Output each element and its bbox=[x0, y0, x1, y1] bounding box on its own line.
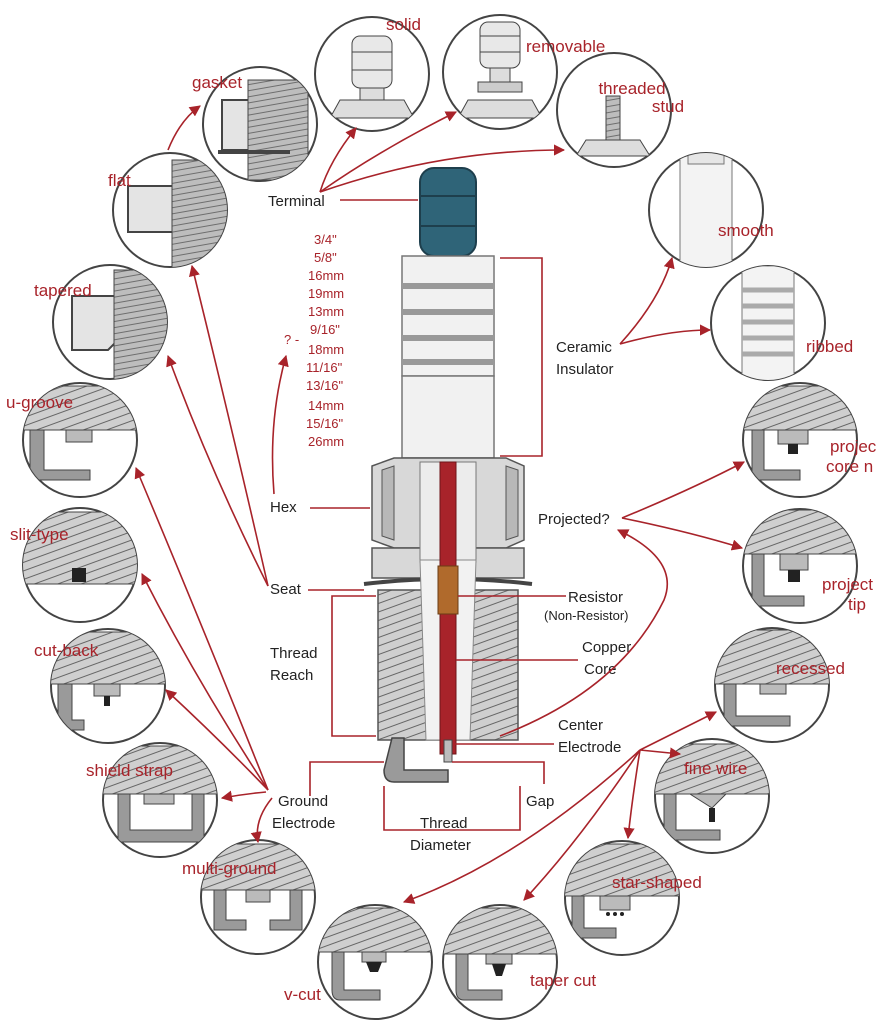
insulator-type-smooth-label: smooth bbox=[718, 221, 774, 240]
hex-size: 26mm bbox=[308, 434, 344, 449]
ground-electrode-label-line1: Ground bbox=[278, 793, 328, 810]
center-type-star-shaped-label: star-shaped bbox=[612, 873, 702, 892]
seat-type-gasket-label: gasket bbox=[192, 73, 242, 92]
hex-size: 9/16" bbox=[310, 322, 340, 337]
terminal-type-stud-label: stud bbox=[652, 97, 684, 116]
center-type-fine-wire-label: fine wire bbox=[684, 759, 747, 778]
projected-core-nose-text-2: core n bbox=[826, 457, 873, 476]
hex-size: 11/16" bbox=[306, 360, 343, 375]
ground-type-v-cut-label: v-cut bbox=[284, 985, 321, 1004]
resistor-sublabel: (Non-Resistor) bbox=[544, 608, 629, 623]
hex-size: 14mm bbox=[308, 398, 344, 413]
terminal-type-solid-label: solid bbox=[386, 15, 421, 34]
center-fine-wire-circle bbox=[654, 738, 770, 854]
seat-type-tapered-label: tapered bbox=[34, 281, 92, 300]
hex-size: 19mm bbox=[308, 286, 344, 301]
seat-flat-circle bbox=[112, 152, 228, 268]
projected-core-nose-label-line2: core n bbox=[826, 457, 873, 476]
projected-tip-label-line1: project bbox=[822, 575, 873, 594]
projected-tip-text-2: tip bbox=[848, 595, 866, 614]
terminal-label: Terminal bbox=[268, 193, 325, 210]
hex-size: 5/8" bbox=[314, 250, 337, 265]
center-star-shaped-circle bbox=[564, 840, 680, 956]
terminal-nut bbox=[419, 167, 477, 257]
projected-tip-text-1: project bbox=[822, 575, 873, 594]
ground-slit-type-circle bbox=[22, 507, 138, 623]
terminal-removable-circle bbox=[442, 14, 558, 130]
terminal-type-stud-text: stud bbox=[652, 97, 684, 116]
center-type-taper-cut-label: taper cut bbox=[530, 971, 596, 990]
projected-core-nose-text-1: projec bbox=[830, 437, 876, 456]
copper-core-label-line1: Copper bbox=[582, 639, 631, 656]
insulator-label-line1: Ceramic bbox=[556, 339, 612, 356]
terminal-type-threaded-text: threaded bbox=[598, 79, 665, 98]
thread-reach-label-line1: Thread bbox=[270, 645, 318, 662]
center-recessed-circle bbox=[714, 627, 830, 743]
center-type-recessed-label: recessed bbox=[776, 659, 845, 678]
ground-multi-ground-circle bbox=[200, 839, 316, 955]
hex-size: 18mm bbox=[308, 342, 344, 357]
ground-type-cut-back-label: cut-back bbox=[34, 641, 99, 660]
ground-type-slit-type-label: slit-type bbox=[10, 525, 69, 544]
ground-type-multi-ground-label: multi-ground bbox=[182, 859, 277, 878]
ground-electrode bbox=[383, 737, 449, 783]
thread-reach-label-line2: Reach bbox=[270, 667, 313, 684]
hex-label: Hex bbox=[270, 499, 297, 516]
projected-core-nose-label-line1: projec bbox=[830, 437, 876, 456]
center-electrode-tip bbox=[443, 739, 453, 763]
projected-tip-circle bbox=[742, 508, 858, 624]
leader-lines bbox=[134, 105, 745, 904]
terminal-solid-circle bbox=[314, 16, 430, 132]
hex-question-label: ? - bbox=[284, 332, 299, 347]
terminal-threaded-stud-circle bbox=[556, 52, 672, 168]
hex-size: 15/16" bbox=[306, 416, 344, 431]
ground-v-cut-circle bbox=[317, 904, 433, 1020]
center-electrode-label-line1: Center bbox=[558, 717, 603, 734]
hex-size: 13/16" bbox=[306, 378, 344, 393]
insulator-type-ribbed-label: ribbed bbox=[806, 337, 853, 356]
seat-label: Seat bbox=[270, 581, 302, 598]
projected-tip-label-line2: tip bbox=[848, 595, 866, 614]
seat-gasket-circle bbox=[202, 66, 318, 182]
thread-diameter-label-line2: Diameter bbox=[410, 837, 471, 854]
hex-size: 13mm bbox=[308, 304, 344, 319]
terminal-type-removable-label: removable bbox=[526, 37, 605, 56]
projected-label: Projected? bbox=[538, 511, 610, 528]
ground-type-shield-strap-label: shield strap bbox=[86, 761, 173, 780]
insulator-label-line2: Insulator bbox=[556, 361, 614, 378]
spark-plug bbox=[363, 167, 533, 783]
terminal-type-threaded-label: threaded bbox=[598, 79, 665, 98]
insulator-smooth-circle bbox=[648, 152, 764, 268]
resistor bbox=[437, 565, 459, 615]
center-taper-cut-circle bbox=[442, 904, 558, 1020]
center-electrode-label-line2: Electrode bbox=[558, 739, 621, 756]
resistor-label: Resistor bbox=[568, 589, 623, 606]
copper-core-label-line2: Core bbox=[584, 661, 617, 678]
ground-cut-back-circle bbox=[50, 628, 166, 744]
ground-type-u-groove-label: u-groove bbox=[6, 393, 73, 412]
ceramic-insulator bbox=[401, 255, 495, 459]
thread-diameter-label-line1: Thread bbox=[420, 815, 468, 832]
insulator-ribbed-circle bbox=[710, 265, 826, 381]
hex-sizes-list: 3/4" 5/8" 16mm 19mm 13mm 9/16" 18mm 11/1… bbox=[306, 232, 344, 449]
hex-size: 16mm bbox=[308, 268, 344, 283]
gap-label: Gap bbox=[526, 793, 554, 810]
hex-size: 3/4" bbox=[314, 232, 337, 247]
ground-electrode-label-line2: Electrode bbox=[272, 815, 335, 832]
seat-type-flat-label: flat bbox=[108, 171, 131, 190]
